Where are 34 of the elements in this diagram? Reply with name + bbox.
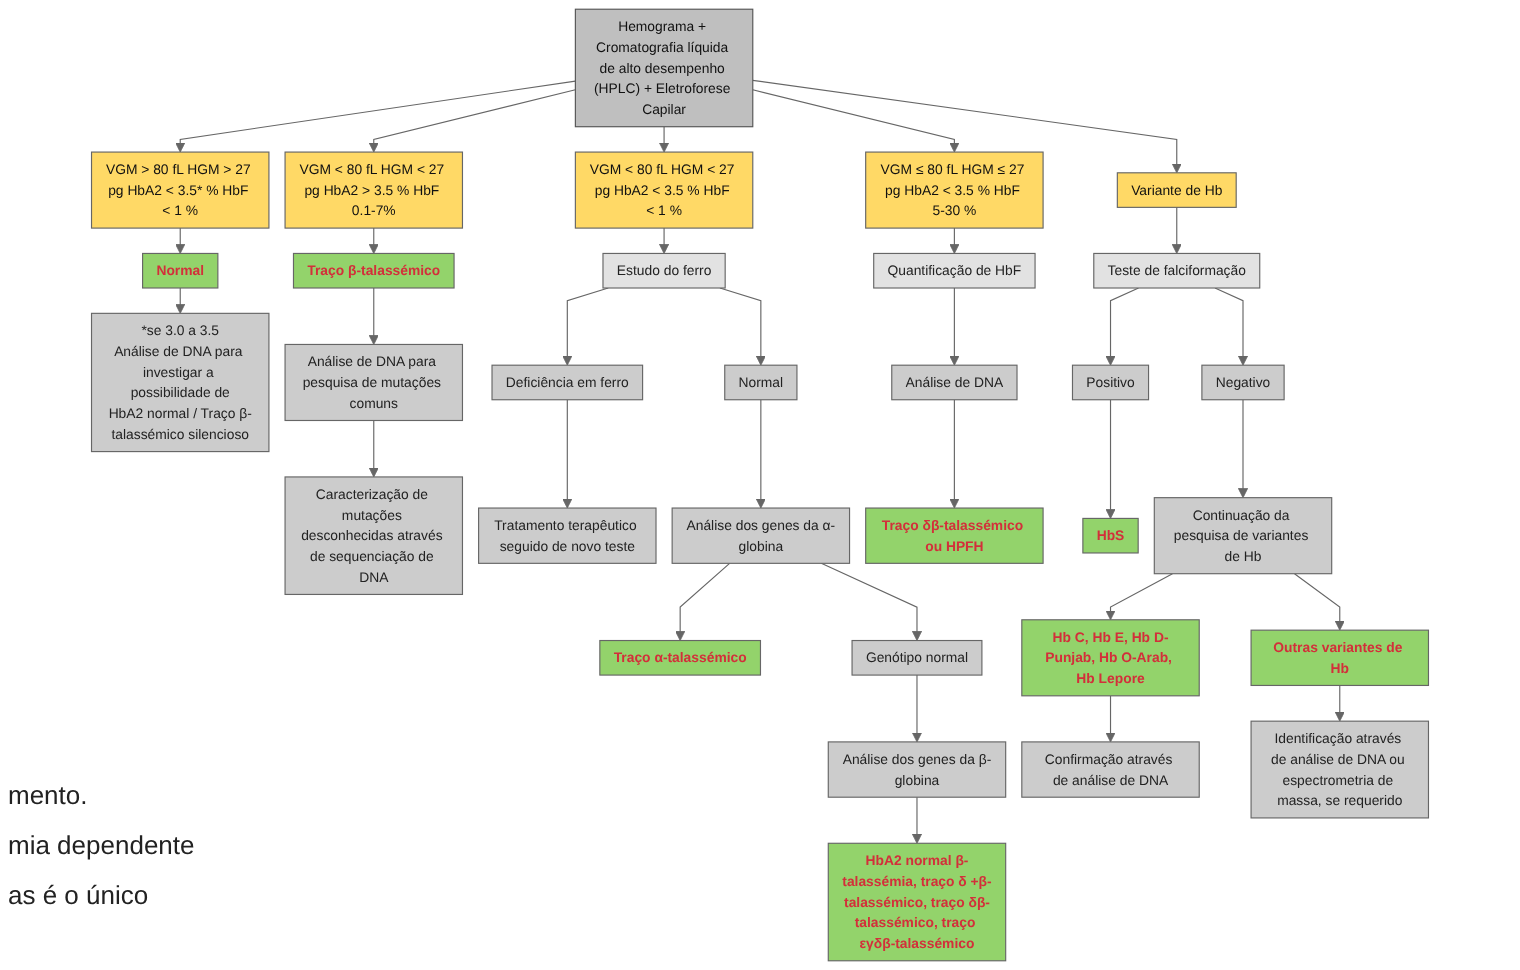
arrow: [752, 89, 960, 153]
arrow: [562, 399, 573, 509]
arrow: [911, 796, 923, 844]
arrow: [719, 287, 766, 366]
arrow: [659, 126, 670, 153]
arrow: [911, 674, 923, 743]
arrow: [675, 562, 731, 641]
arrow: [175, 227, 186, 254]
arrow: [755, 399, 766, 509]
arrow: [949, 227, 960, 254]
arrow: [1105, 399, 1116, 519]
arrow: [175, 80, 576, 153]
arrow: [1214, 287, 1249, 366]
arrow: [1105, 287, 1140, 366]
arrow: [562, 287, 609, 366]
arrow: [1105, 695, 1116, 743]
arrow: [752, 79, 1182, 174]
arrow: [368, 89, 576, 153]
arrow: [949, 399, 960, 509]
note-text: mento.: [8, 780, 90, 810]
arrow: [368, 227, 379, 254]
arrow: [820, 562, 923, 641]
arrow: [175, 287, 186, 314]
arrow: [368, 419, 379, 478]
arrow: [1237, 399, 1249, 499]
arrow: [1334, 684, 1345, 722]
arrow: [1293, 573, 1345, 631]
note-text: mia dependente: [8, 830, 197, 860]
arrow: [1171, 206, 1182, 254]
arrow: [368, 287, 379, 345]
arrow: [1105, 573, 1174, 621]
arrow: [659, 227, 670, 254]
arrow: [949, 287, 960, 366]
note-text: as é o único: [8, 880, 151, 910]
